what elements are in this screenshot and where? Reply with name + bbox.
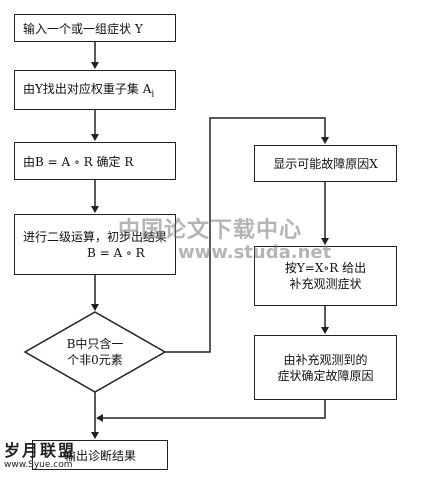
supplement-observation-box: 按Y=X∘R 给出 补充观测症状	[254, 246, 397, 306]
second-level-line1: 进行二级运算，初步出结果	[23, 229, 168, 244]
decision-line2: 个非0元素	[67, 353, 123, 367]
show-fault-cause-label: 显示可能故障原因X	[273, 157, 378, 171]
output-diagnosis-box: 输出诊断结果	[32, 440, 168, 470]
find-weight-subset-label: 由Y找出对应权重子集 Ai	[23, 82, 155, 100]
decision-diamond	[23, 311, 167, 393]
supplement-line2: 补充观测症状	[289, 277, 362, 291]
determine-line2: 症状确定故障原因	[277, 368, 374, 383]
compute-r-box: 由B = A ∘ R 确定 R	[14, 142, 176, 180]
show-fault-cause-box: 显示可能故障原因X	[254, 145, 397, 182]
decision-text: B中只含一 个非0元素	[45, 336, 145, 368]
supplement-line1: 按Y=X∘R 给出	[284, 261, 367, 275]
connector-determine-to-output	[96, 400, 326, 422]
determine-line1: 由补充观测到的	[283, 352, 368, 367]
second-level-operation-box: 进行二级运算，初步出结果 B = A ∘ R	[14, 214, 176, 275]
input-symptom-box: 输入一个或一组症状 Y	[14, 14, 176, 42]
output-diagnosis-label: 输出诊断结果	[63, 448, 136, 463]
determine-fault-cause-box: 由补充观测到的 症状确定故障原因	[254, 335, 397, 400]
input-symptom-label: 输入一个或一组症状 Y	[23, 21, 143, 36]
connector-decision-to-show	[165, 117, 329, 353]
find-weight-subset-box: 由Y找出对应权重子集 Ai	[14, 70, 176, 110]
second-level-line2: B = A ∘ R	[87, 245, 145, 260]
decision-line1: B中只含一	[66, 337, 124, 351]
compute-r-label: 由B = A ∘ R 确定 R	[23, 154, 134, 169]
